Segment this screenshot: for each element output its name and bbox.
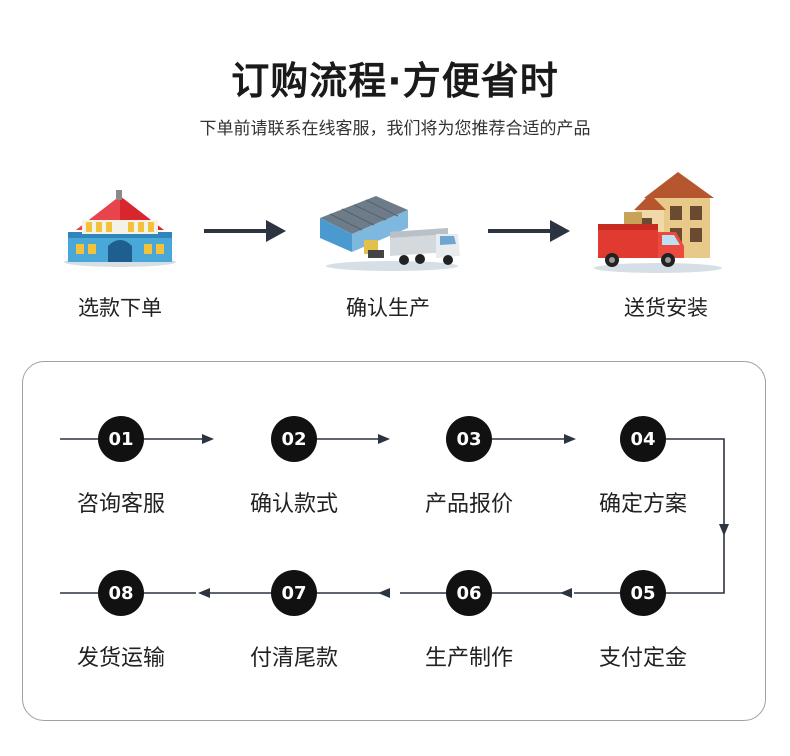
flow-label-shipping: 发货运输 (76, 646, 165, 671)
flow-label-confirm-style: 确认款式 (249, 492, 338, 517)
flow-node-03: 03 (446, 416, 492, 462)
flow-label-consult: 咨询客服 (76, 492, 165, 517)
flow-node-04: 04 (620, 416, 666, 462)
arrow-right-icon (204, 220, 286, 242)
flow-label-plan: 确定方案 (598, 492, 687, 517)
flow-node-07: 07 (271, 570, 317, 616)
arrow-right-icon (488, 220, 570, 242)
step-label-production: 确认生产 (346, 296, 430, 320)
page-subtitle: 下单前请联系在线客服，我们将为您推荐合适的产品 (199, 119, 591, 139)
flow-label-final-payment: 付清尾款 (249, 646, 338, 671)
flow-node-02: 02 (271, 416, 317, 462)
delivery-house-icon (594, 172, 722, 273)
flow-node-06: 06 (446, 570, 492, 616)
factory-truck-icon (320, 196, 460, 271)
flow-node-01: 01 (98, 416, 144, 462)
house-icon (64, 190, 176, 267)
step-label-order: 选款下单 (78, 296, 162, 320)
flow-label-deposit: 支付定金 (598, 646, 687, 671)
flow-label-quote: 产品报价 (424, 492, 513, 517)
step-label-delivery: 送货安装 (624, 296, 708, 320)
flow-label-manufacturing: 生产制作 (424, 646, 513, 671)
flow-node-05: 05 (620, 570, 666, 616)
page-title: 订购流程·方便省时 (231, 59, 559, 103)
flow-node-08: 08 (98, 570, 144, 616)
